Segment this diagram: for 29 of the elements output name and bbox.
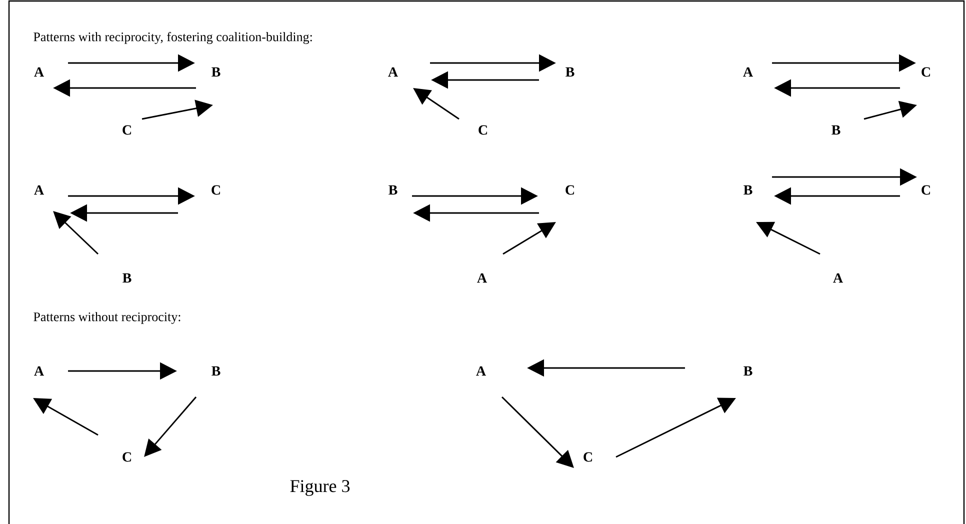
node-letter: B	[388, 185, 398, 195]
node-letter: B	[566, 67, 574, 77]
node-letter: B	[832, 125, 840, 135]
node-letter: B	[122, 273, 132, 283]
node-letter: A	[388, 67, 398, 77]
node-letter: A	[34, 185, 44, 195]
node-letter: C	[212, 185, 220, 195]
heading: Patterns with reciprocity, fostering coalition-building:	[34, 32, 312, 44]
node-letter: A	[34, 366, 44, 376]
node-letter: C	[922, 185, 930, 195]
node-letter: C	[922, 67, 930, 77]
node-letter: B	[744, 366, 752, 376]
heading: Patterns without reciprocity:	[34, 312, 180, 324]
node-letter: A	[833, 273, 843, 283]
node-letter: A	[476, 366, 486, 376]
node-letter: A	[34, 67, 44, 77]
arrow	[53, 211, 99, 255]
node-letter: B	[212, 366, 220, 376]
node-letter: A	[743, 67, 753, 77]
node-letter: C	[122, 125, 131, 135]
figure-caption: Figure 3	[290, 480, 350, 496]
node-letter: B	[744, 185, 752, 195]
node-letter: C	[584, 452, 592, 462]
node-letter: C	[122, 452, 131, 462]
node-letter: C	[478, 125, 487, 135]
node-letter: B	[212, 67, 220, 77]
node-letter: A	[477, 273, 487, 283]
arrow	[501, 396, 574, 468]
node-letter: C	[566, 185, 574, 195]
